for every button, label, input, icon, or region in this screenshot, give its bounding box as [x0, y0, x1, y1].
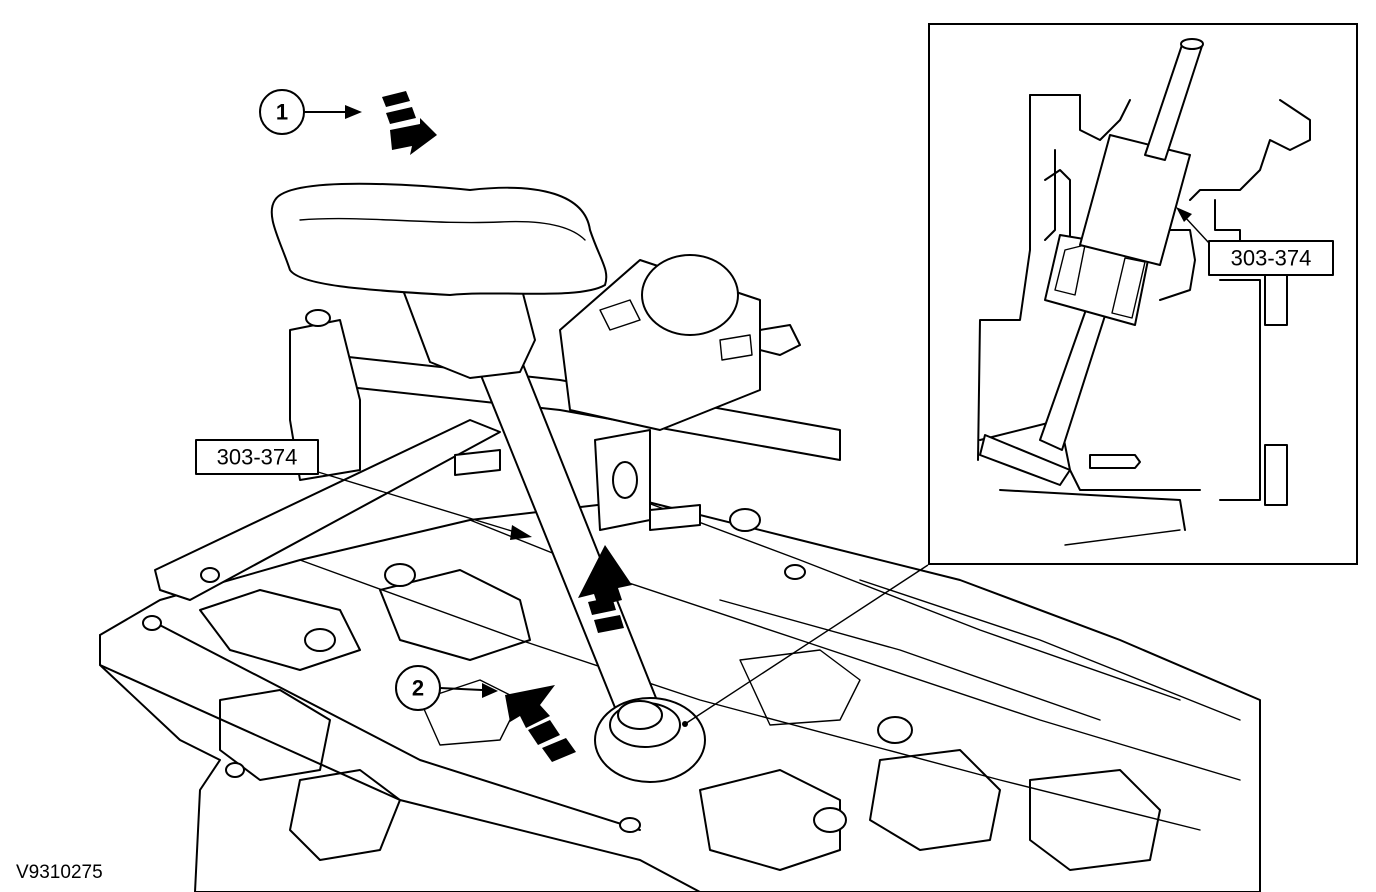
callout-1: 1 [259, 89, 362, 135]
callout-2-number: 2 [412, 676, 424, 701]
callout-2: 2 [395, 665, 498, 711]
tool-up-arrow [578, 545, 632, 633]
tool-label-inset-text: 303-374 [1231, 246, 1312, 271]
inset-frame [928, 23, 1358, 565]
press-down-arrow [382, 91, 437, 155]
cylinder-head [99, 499, 1261, 892]
tool-label-main: 303-374 [195, 439, 532, 540]
valve-stem-seal-installer-tool [270, 182, 706, 783]
callout-1-number: 1 [276, 100, 288, 125]
valve-spring-compressor-frame [154, 254, 841, 601]
seal-insert-arrow [505, 685, 576, 762]
tool-label-main-text: 303-374 [217, 445, 298, 470]
inset-leader-line [684, 564, 929, 725]
tool-label-inset: 303-374 [1176, 207, 1334, 276]
detail-inset [928, 23, 1358, 565]
figure-id: V9310275 [16, 862, 103, 883]
